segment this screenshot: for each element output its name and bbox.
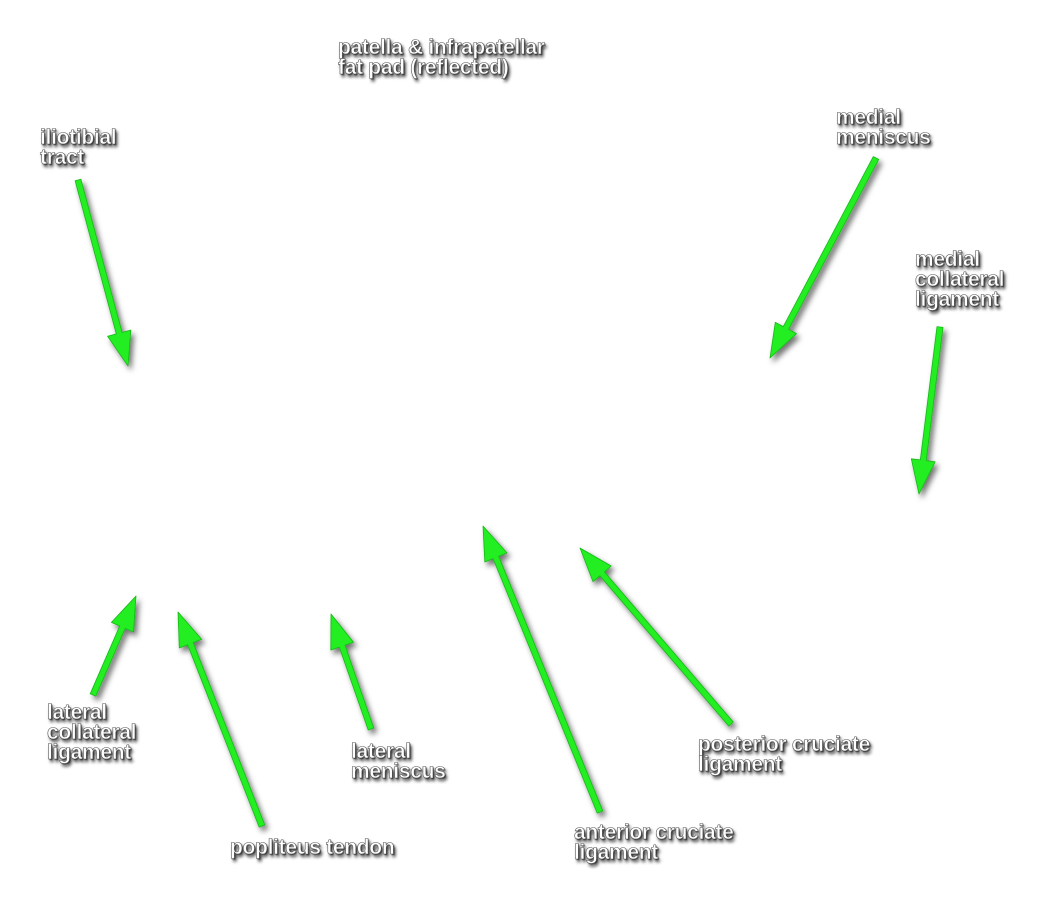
label-mcl-line1: medial [915, 248, 981, 271]
arrow-posterior-cruciate-ligament [579, 547, 734, 727]
arrow-lateral-meniscus [330, 613, 375, 731]
label-medial-meniscus-line1: medial [836, 106, 902, 129]
label-patella-fat-pad: patella & infrapatellar fat pad (reflect… [338, 36, 546, 79]
arrow-medial-meniscus [769, 156, 880, 359]
label-iliotibial-line1: iliotibial [40, 126, 117, 149]
label-lcl-line2: collateral [47, 721, 137, 744]
label-patella-line2: fat pad (reflected) [338, 56, 509, 79]
arrow-popliteus-tendon [177, 611, 266, 828]
label-anterior-cruciate-ligament: anterior cruciate ligament [574, 821, 734, 864]
label-lcl-line3: ligament [47, 741, 132, 764]
label-mcl-line2: collateral [915, 268, 1005, 291]
label-posterior-cruciate-ligament: posterior cruciate ligament [698, 733, 871, 776]
label-popliteus-tendon: popliteus tendon [230, 836, 395, 859]
label-popliteus-line1: popliteus tendon [230, 836, 395, 859]
label-acl-line2: ligament [574, 841, 659, 864]
label-pcl-line2: ligament [698, 753, 783, 776]
label-mcl-line3: ligament [915, 288, 1000, 311]
label-iliotibial-line2: tract [40, 146, 85, 169]
label-iliotibial-tract: iliotibial tract [40, 126, 117, 169]
label-lateral-meniscus: lateral meniscus [351, 740, 446, 783]
label-medial-meniscus: medial meniscus [836, 106, 931, 149]
label-pcl-line1: posterior cruciate [698, 733, 871, 756]
label-medial-meniscus-line2: meniscus [836, 126, 931, 149]
arrow-iliotibial-tract [74, 178, 132, 367]
label-lateral-meniscus-line1: lateral [351, 740, 412, 763]
label-medial-collateral-ligament: medial collateral ligament [915, 248, 1005, 311]
arrow-medial-collateral-ligament [910, 326, 944, 495]
arrow-anterior-cruciate-ligament [482, 525, 604, 814]
arrow-lateral-collateral-ligament [89, 595, 137, 697]
label-lateral-meniscus-line2: meniscus [351, 760, 446, 783]
label-lateral-collateral-ligament: lateral collateral ligament [47, 701, 137, 764]
label-patella-line1: patella & infrapatellar [338, 36, 546, 59]
label-lcl-line1: lateral [47, 701, 108, 724]
label-acl-line1: anterior cruciate [574, 821, 734, 844]
